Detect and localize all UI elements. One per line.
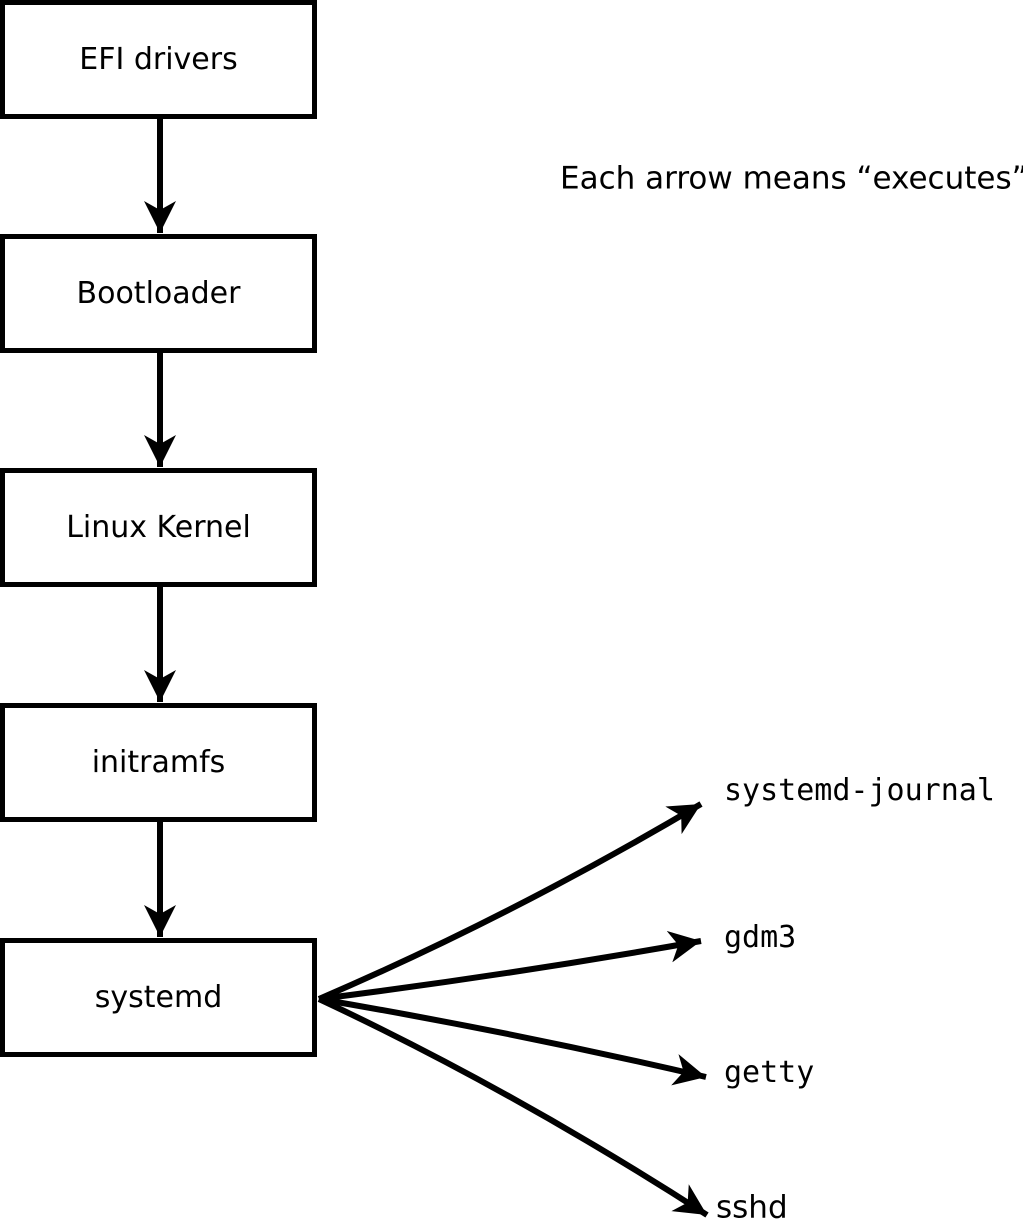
service-label-getty: getty [724,1055,815,1090]
node-bootloader-label: Bootloader [76,275,241,311]
node-initramfs-label: initramfs [91,744,226,780]
edge-systemd-to-gdm3-arrow [318,930,702,1002]
edge-systemd-to-journal-arrow [317,801,703,1002]
service-label-gdm3: gdm3 [724,920,797,955]
node-bootloader: Bootloader [0,234,317,353]
node-efi-drivers-label: EFI drivers [79,41,238,77]
node-initramfs: initramfs [0,703,317,822]
node-linux-kernel-label: Linux Kernel [66,509,251,545]
edge-systemd-to-getty-arrow [318,996,707,1086]
node-systemd-label: systemd [94,979,223,1015]
service-label-sshd: sshd [716,1189,788,1226]
service-label-systemd-journal: systemd-journal [724,773,995,808]
arrow-meaning-note: Each arrow means “executes”. [560,160,1023,197]
node-systemd: systemd [0,938,317,1057]
node-linux-kernel: Linux Kernel [0,468,317,587]
edge-systemd-to-sshd-arrow [317,996,709,1218]
node-efi-drivers: EFI drivers [0,0,317,119]
